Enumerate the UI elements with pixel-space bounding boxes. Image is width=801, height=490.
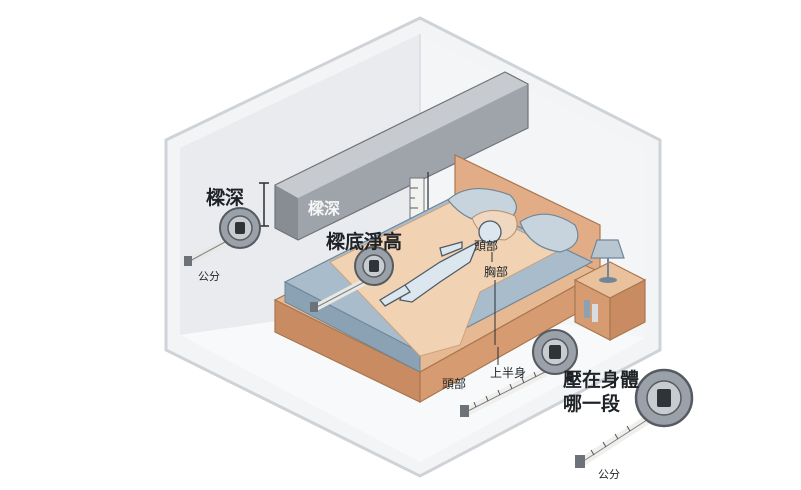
tape-measure-right-icon [575,368,694,468]
question-line-1: 壓在身體 [563,368,639,391]
beam-inline-label: 樑深 [308,199,340,218]
person-figure [379,220,502,307]
lamp-icon [590,239,625,283]
unit-left-label: 公分 [198,270,220,283]
pointer-lines [491,252,499,365]
upper-body-label: 上半身 [490,365,526,380]
question-line-2: 哪一段 [563,392,621,415]
tape-measure-left-icon [184,207,261,266]
head-lower-label: 頭部 [442,376,466,391]
ceiling-beam [274,71,529,241]
chest-label: 胸部 [484,264,508,279]
beam-clearance-label: 樑底淨高 [326,230,402,253]
tape-measure-bed-icon [310,246,394,312]
bed [273,154,602,404]
beam-depth-label: 樑深 [206,186,244,209]
tape-measure-body-icon [460,329,578,417]
head-label: 頭部 [474,238,498,253]
unit-right-label: 公分 [598,468,620,481]
